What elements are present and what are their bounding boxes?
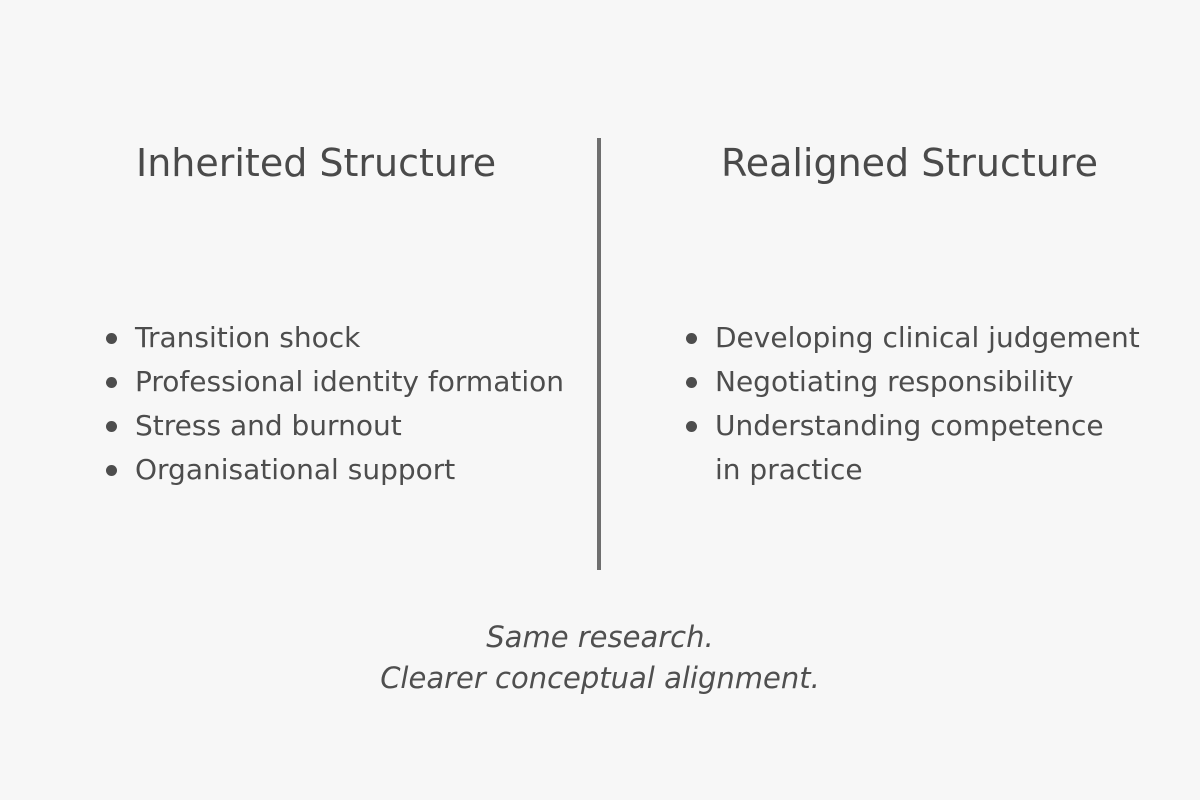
right-column-heading: Realigned Structure bbox=[721, 141, 1099, 185]
bullet-icon bbox=[686, 333, 697, 344]
list-item: Stress and burnout bbox=[104, 404, 584, 448]
bullet-icon bbox=[106, 333, 117, 344]
list-item-label: Organisational support bbox=[135, 453, 456, 486]
left-column-heading: Inherited Structure bbox=[136, 141, 497, 185]
caption-line-1: Same research. bbox=[486, 620, 714, 654]
list-item-label: Stress and burnout bbox=[135, 409, 402, 442]
bullet-icon bbox=[686, 377, 697, 388]
caption-line-2: Clearer conceptual alignment. bbox=[380, 661, 820, 695]
vertical-divider bbox=[597, 138, 601, 570]
list-item: Understanding competence in practice bbox=[684, 404, 1184, 492]
caption: Same research. Clearer conceptual alignm… bbox=[0, 617, 1200, 699]
list-item-label: Developing clinical judgement bbox=[715, 321, 1140, 354]
list-item: Transition shock bbox=[104, 316, 584, 360]
list-item: Organisational support bbox=[104, 448, 584, 492]
bullet-icon bbox=[686, 421, 697, 432]
list-item-label: Professional identity formation bbox=[135, 365, 564, 398]
list-item: Professional identity formation bbox=[104, 360, 584, 404]
bullet-icon bbox=[106, 421, 117, 432]
bullet-icon bbox=[106, 465, 117, 476]
list-item-label: Negotiating responsibility bbox=[715, 365, 1074, 398]
list-item: Developing clinical judgement bbox=[684, 316, 1184, 360]
realigned-structure-list: Developing clinical judgement Negotiatin… bbox=[684, 316, 1184, 492]
inherited-structure-list: Transition shock Professional identity f… bbox=[104, 316, 584, 492]
list-item-continuation: in practice bbox=[715, 453, 863, 486]
list-item-label: Transition shock bbox=[135, 321, 361, 354]
bullet-icon bbox=[106, 377, 117, 388]
list-item: Negotiating responsibility bbox=[684, 360, 1184, 404]
list-item-label: Understanding competence bbox=[715, 409, 1104, 442]
